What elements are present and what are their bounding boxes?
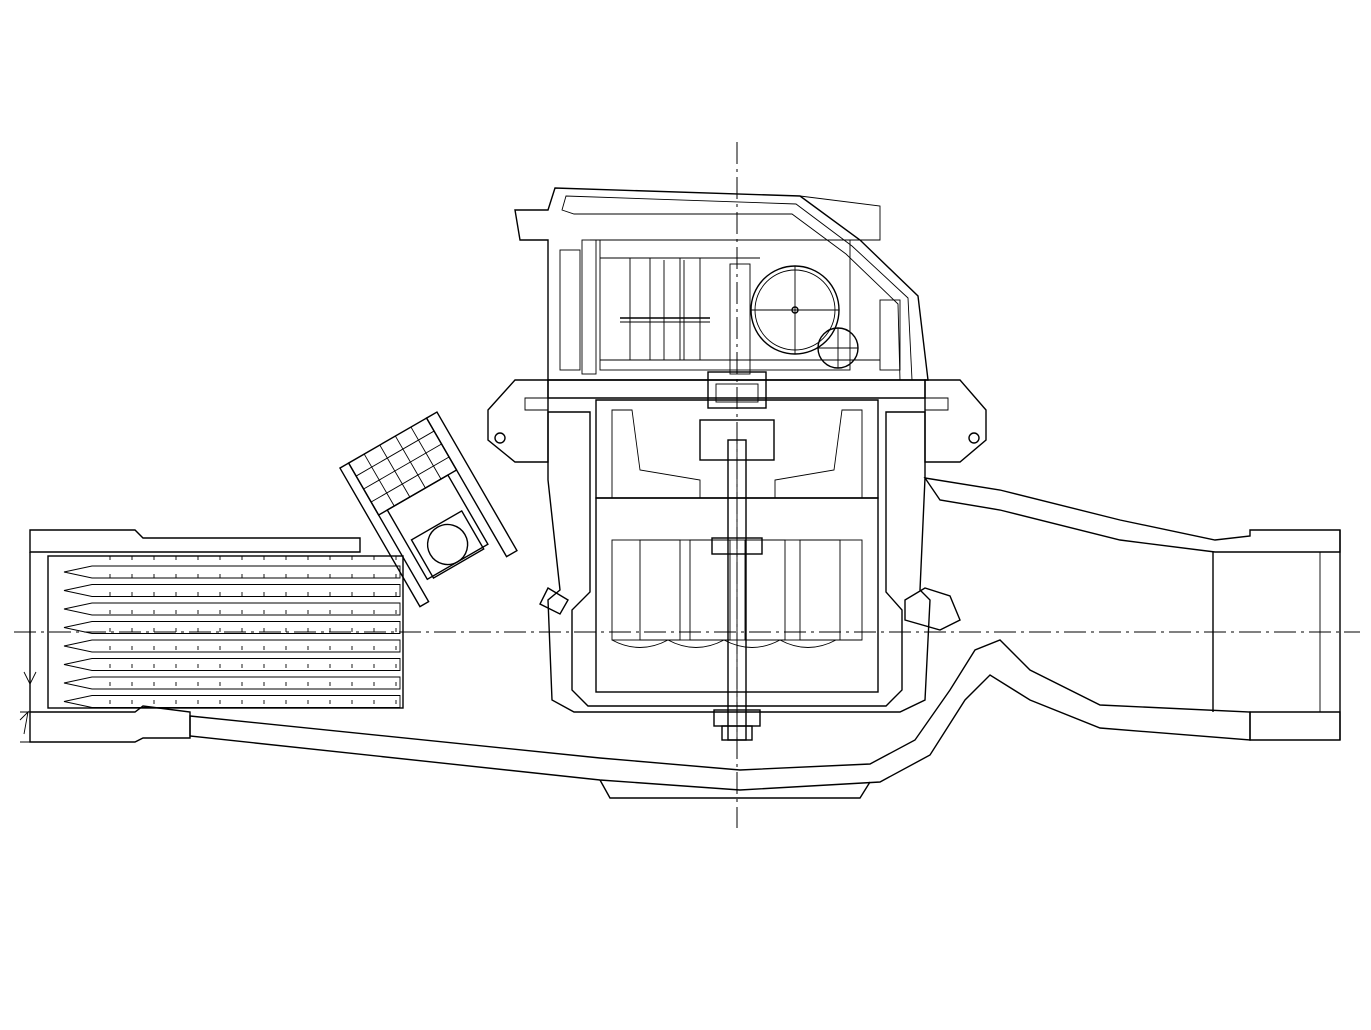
register-cover bbox=[514, 187, 949, 411]
angled-strainer-cap bbox=[339, 411, 518, 608]
strainer-fin bbox=[63, 565, 401, 579]
outlet-pipe bbox=[923, 477, 1341, 741]
right-mounting-lug bbox=[924, 379, 987, 463]
register-mechanism bbox=[599, 239, 880, 375]
strainer-fin bbox=[63, 621, 401, 634]
inlet-strainer bbox=[19, 555, 404, 735]
impeller bbox=[611, 539, 863, 648]
flow-arrow-mark bbox=[23, 671, 37, 686]
center-lines bbox=[14, 142, 1360, 828]
strainer-fin bbox=[63, 584, 401, 597]
central-shaft bbox=[699, 371, 775, 741]
strainer-fin bbox=[63, 658, 401, 671]
left-mount-hole bbox=[494, 432, 506, 444]
base-foot bbox=[599, 779, 871, 799]
strainer-fin bbox=[63, 695, 401, 708]
strainer-fin bbox=[63, 676, 401, 690]
magnetic-coupling bbox=[707, 371, 767, 409]
left-mounting-lug bbox=[487, 379, 549, 463]
strainer-fin bbox=[63, 602, 401, 616]
right-mount-hole bbox=[968, 432, 980, 444]
inlet-pipe bbox=[20, 529, 361, 743]
housing-bottom-seat bbox=[539, 587, 961, 631]
strainer-fins bbox=[63, 556, 401, 708]
lower-body-channel bbox=[189, 639, 1251, 799]
strainer-fin bbox=[63, 639, 401, 653]
strainer-body bbox=[47, 555, 404, 709]
